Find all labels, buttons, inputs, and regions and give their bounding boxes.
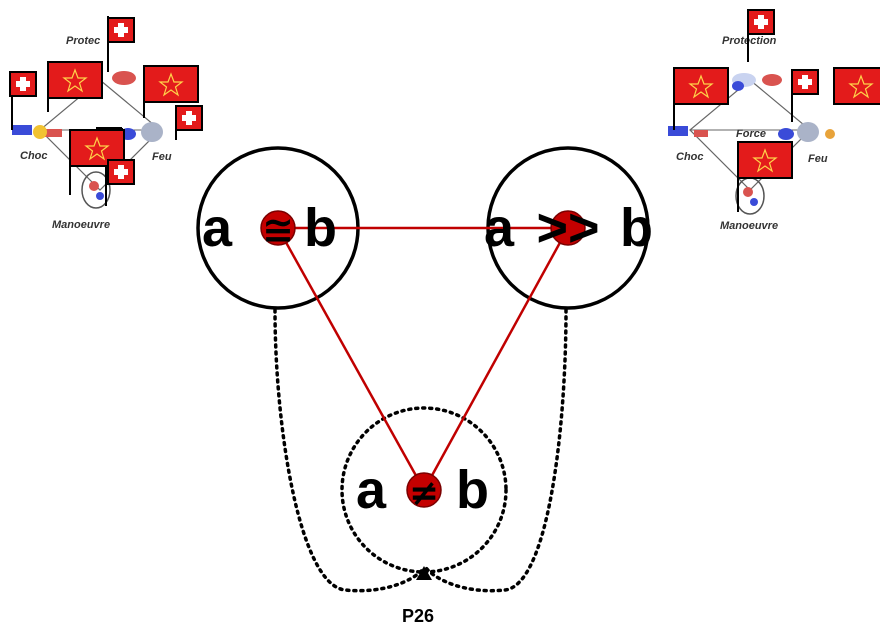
left-choc-label: Choc xyxy=(20,150,48,162)
left-protection-label: Protec xyxy=(66,35,100,47)
equal-a: a xyxy=(202,198,233,258)
approx-equal-symbol: ≅ xyxy=(262,208,294,252)
cross-flag-icon xyxy=(791,69,819,95)
cross-flag-icon xyxy=(107,159,135,185)
dotted-arrows xyxy=(273,308,568,593)
right-mini-diagram: Protection Force Choc Feu Manoeuvre xyxy=(668,9,880,232)
relation-lines xyxy=(276,226,570,491)
feu-shape xyxy=(141,122,163,142)
left-feu-label: Feu xyxy=(152,151,172,163)
greater-node xyxy=(550,210,586,246)
protection-shape xyxy=(112,71,136,85)
right-feu-label: Feu xyxy=(808,153,828,165)
not-equal-symbol: ≠ xyxy=(409,473,439,514)
cross-flag-icon xyxy=(175,105,203,131)
much-greater-symbol: >> xyxy=(536,198,599,258)
equal-b: b xyxy=(304,198,337,258)
different-a: a xyxy=(356,460,387,520)
arrow-head-icon xyxy=(416,566,432,580)
choc-bar-icon xyxy=(12,125,32,135)
star-flag-icon xyxy=(673,67,729,105)
greater-b: b xyxy=(620,198,653,258)
explosion-icon xyxy=(825,129,835,139)
right-protection-label: Protection xyxy=(722,35,777,47)
star-flag-icon xyxy=(143,65,199,103)
different-node xyxy=(406,472,442,508)
star-flag-icon xyxy=(47,61,103,99)
right-choc-label: Choc xyxy=(676,151,704,163)
caption: P26 xyxy=(402,606,434,626)
equal-node xyxy=(260,210,296,246)
choc-bar-icon xyxy=(668,126,688,136)
right-force-label: Force xyxy=(736,128,766,140)
cross-flag-icon xyxy=(747,9,775,35)
left-manoeuvre-label: Manoeuvre xyxy=(52,219,110,231)
explosion-icon xyxy=(33,125,47,139)
cross-flag-icon xyxy=(9,71,37,97)
cross-flag-icon xyxy=(107,17,135,43)
relation-triangle: a ≅ b a >> b a ≠ b xyxy=(196,146,653,593)
left-mini-diagram: Protec Choc Feu Manoeuvre xyxy=(9,16,203,231)
greater-a: a xyxy=(484,198,515,258)
right-manoeuvre-label: Manoeuvre xyxy=(720,220,778,232)
feu-shape xyxy=(797,122,819,142)
star-flag-icon xyxy=(833,67,880,105)
different-b: b xyxy=(456,460,489,520)
star-flag-icon xyxy=(737,141,793,179)
manoeuvre-shape xyxy=(81,171,111,209)
